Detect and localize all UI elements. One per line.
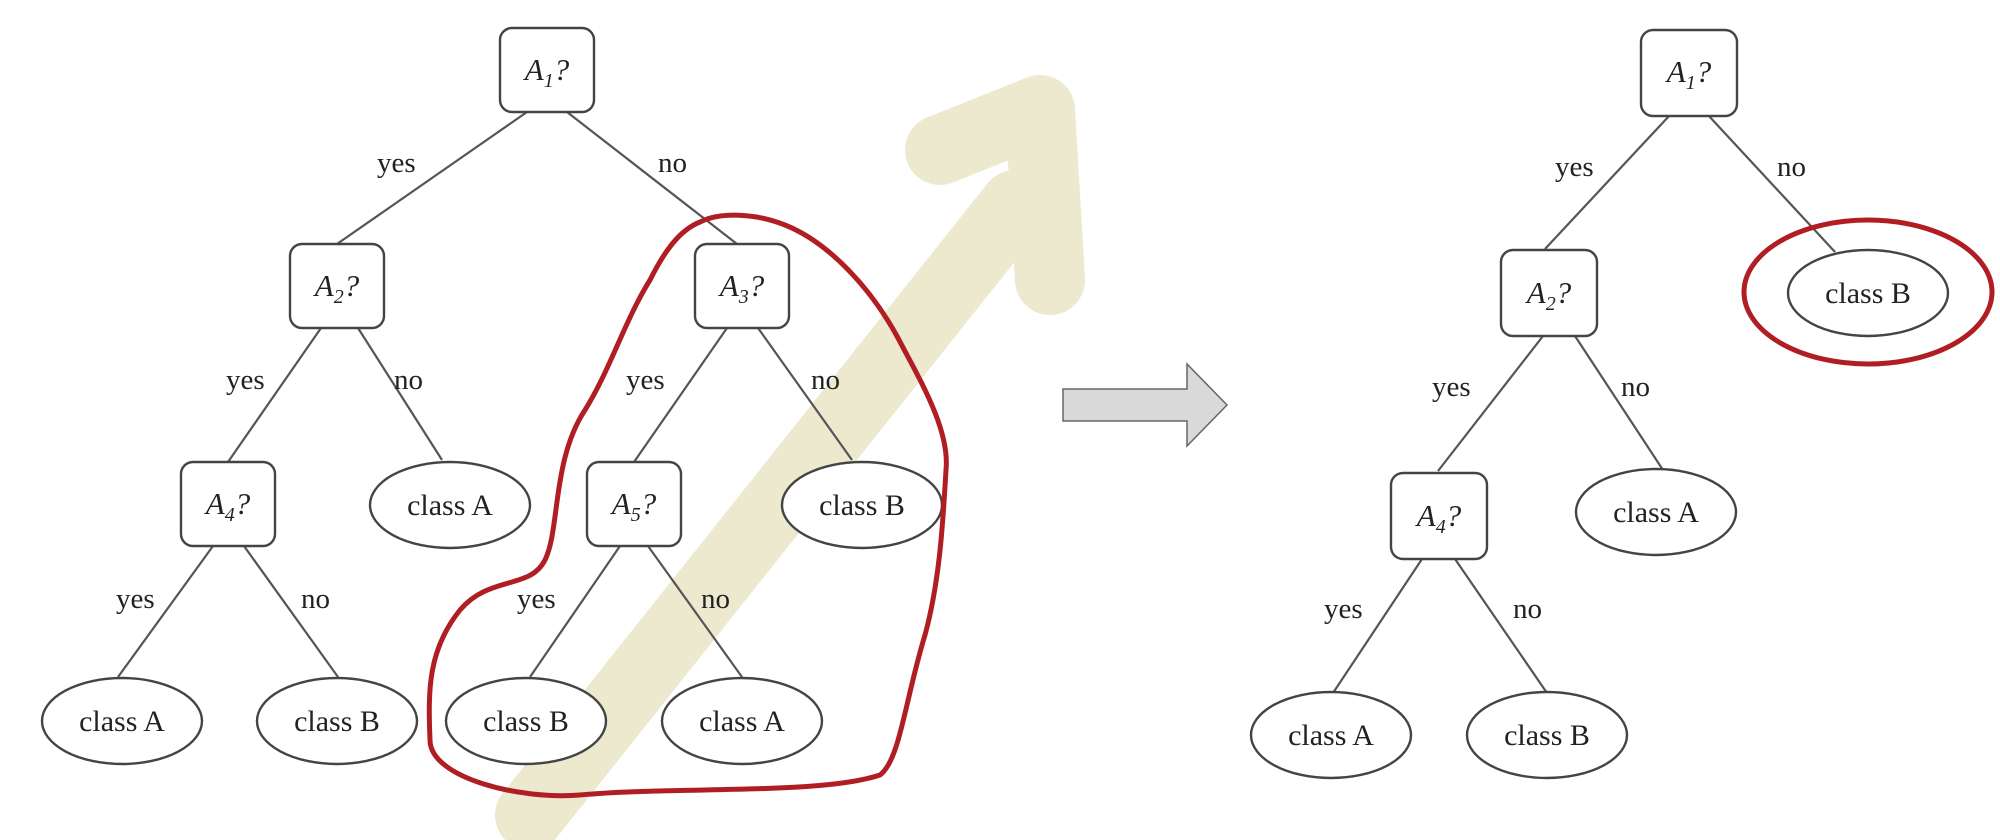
edge-a2-classa (357, 327, 443, 461)
test-letter: A (1665, 54, 1687, 89)
edge-label-yes: yes (226, 364, 265, 396)
svg-text:A5?: A5? (610, 486, 657, 526)
leaf-label: class A (1613, 496, 1699, 529)
leaf-class-b: class B (255, 676, 419, 766)
leaf-class-b: class B (1786, 248, 1950, 338)
edge-label-no: no (301, 583, 330, 615)
edge-a1-a3 (566, 111, 738, 245)
leaf-class-b: class B (444, 676, 608, 766)
test-mark: ? (344, 268, 360, 303)
node-a1: A1? (1639, 28, 1739, 118)
edge-label-no: no (811, 364, 840, 396)
pruned-tree: yes no yes no yes no A1? A2? A4? class B… (1249, 28, 1950, 780)
test-mark: ? (1696, 54, 1712, 89)
test-mark: ? (1446, 498, 1462, 533)
node-a2: A2? (288, 242, 386, 330)
leaf-label: class B (1504, 719, 1590, 752)
leaf-class-b: class B (780, 460, 944, 550)
test-letter: A (1415, 498, 1437, 533)
test-index: 1 (544, 70, 554, 92)
node-a5: A5? (585, 460, 683, 548)
edge-label-yes: yes (377, 147, 416, 179)
test-mark: ? (554, 52, 570, 87)
svg-text:A1?: A1? (1665, 54, 1712, 94)
test-mark: ? (641, 486, 657, 521)
edge-a2-classa (1574, 335, 1664, 471)
edge-label-no: no (658, 147, 687, 179)
leaf-class-a: class A (368, 460, 532, 550)
test-letter: A (1525, 275, 1547, 310)
leaf-label: class B (294, 705, 380, 738)
edge-a3-classb (757, 327, 853, 461)
edge-label-yes: yes (517, 583, 556, 615)
edge-a1-a2 (336, 111, 528, 245)
test-letter: A (204, 486, 226, 521)
test-index: 1 (1686, 72, 1696, 94)
leaf-label: class A (407, 489, 493, 522)
node-a3: A3? (693, 242, 791, 330)
edge-label-no: no (394, 364, 423, 396)
leaf-label: class B (483, 705, 569, 738)
svg-text:A3?: A3? (718, 268, 765, 308)
svg-text:A2?: A2? (313, 268, 360, 308)
leaf-class-b: class B (1465, 690, 1629, 780)
svg-text:A1?: A1? (523, 52, 570, 92)
edge-a4-classb (1454, 558, 1548, 694)
leaf-label: class A (1288, 719, 1374, 752)
node-a4: A4? (1389, 471, 1489, 561)
edge-label-no: no (1777, 151, 1806, 183)
original-tree: yes no yes no yes no yes no yes no A1? A… (40, 26, 944, 766)
test-index: 3 (738, 286, 749, 308)
edge-label-no: no (701, 583, 730, 615)
edge-label-yes: yes (626, 364, 665, 396)
test-index: 4 (1436, 516, 1446, 538)
leaf-label: class B (819, 489, 905, 522)
leaf-label: class A (699, 705, 785, 738)
test-letter: A (718, 268, 740, 303)
leaf-label: class A (79, 705, 165, 738)
svg-text:A2?: A2? (1525, 275, 1572, 315)
edge-a5-classb (529, 545, 621, 678)
test-index: 2 (334, 286, 344, 308)
edge-a3-a5 (633, 327, 728, 463)
edge-a1-a2 (1544, 114, 1671, 250)
edge-a4-classa (117, 545, 214, 678)
edge-label-no: no (1621, 371, 1650, 403)
edge-label-no: no (1513, 593, 1542, 625)
pale-arrow (495, 75, 1085, 840)
leaf-class-a: class A (1249, 690, 1413, 780)
edge-a2-a4 (227, 327, 322, 463)
edge-label-yes: yes (1555, 151, 1594, 183)
test-mark: ? (235, 486, 251, 521)
pruned-subtree-outline (426, 212, 949, 799)
test-letter: A (523, 52, 545, 87)
test-letter: A (610, 486, 632, 521)
svg-text:A4?: A4? (1415, 498, 1462, 538)
test-index: 2 (1546, 293, 1556, 315)
test-index: 4 (225, 504, 235, 526)
transform-arrow-icon (1062, 362, 1229, 448)
leaf-label: class B (1825, 277, 1911, 310)
node-a4: A4? (179, 460, 277, 548)
test-index: 5 (631, 504, 641, 526)
leaf-class-a: class A (40, 676, 204, 766)
edge-a4-classb (243, 545, 339, 678)
test-mark: ? (749, 268, 765, 303)
replacement-leaf-outline (1741, 217, 1995, 367)
edge-a1-classb (1707, 114, 1836, 253)
node-a2: A2? (1499, 248, 1599, 338)
leaf-class-a: class A (660, 676, 824, 766)
edge-label-yes: yes (1324, 593, 1363, 625)
edge-a4-classa (1332, 558, 1423, 694)
edge-label-yes: yes (116, 583, 155, 615)
test-letter: A (313, 268, 335, 303)
test-mark: ? (1556, 275, 1572, 310)
edge-label-yes: yes (1432, 371, 1471, 403)
edge-a5-classa (647, 545, 743, 678)
edge-a2-a4 (1437, 335, 1544, 472)
svg-text:A4?: A4? (204, 486, 251, 526)
node-a1: A1? (498, 26, 596, 114)
leaf-class-a: class A (1574, 467, 1738, 557)
